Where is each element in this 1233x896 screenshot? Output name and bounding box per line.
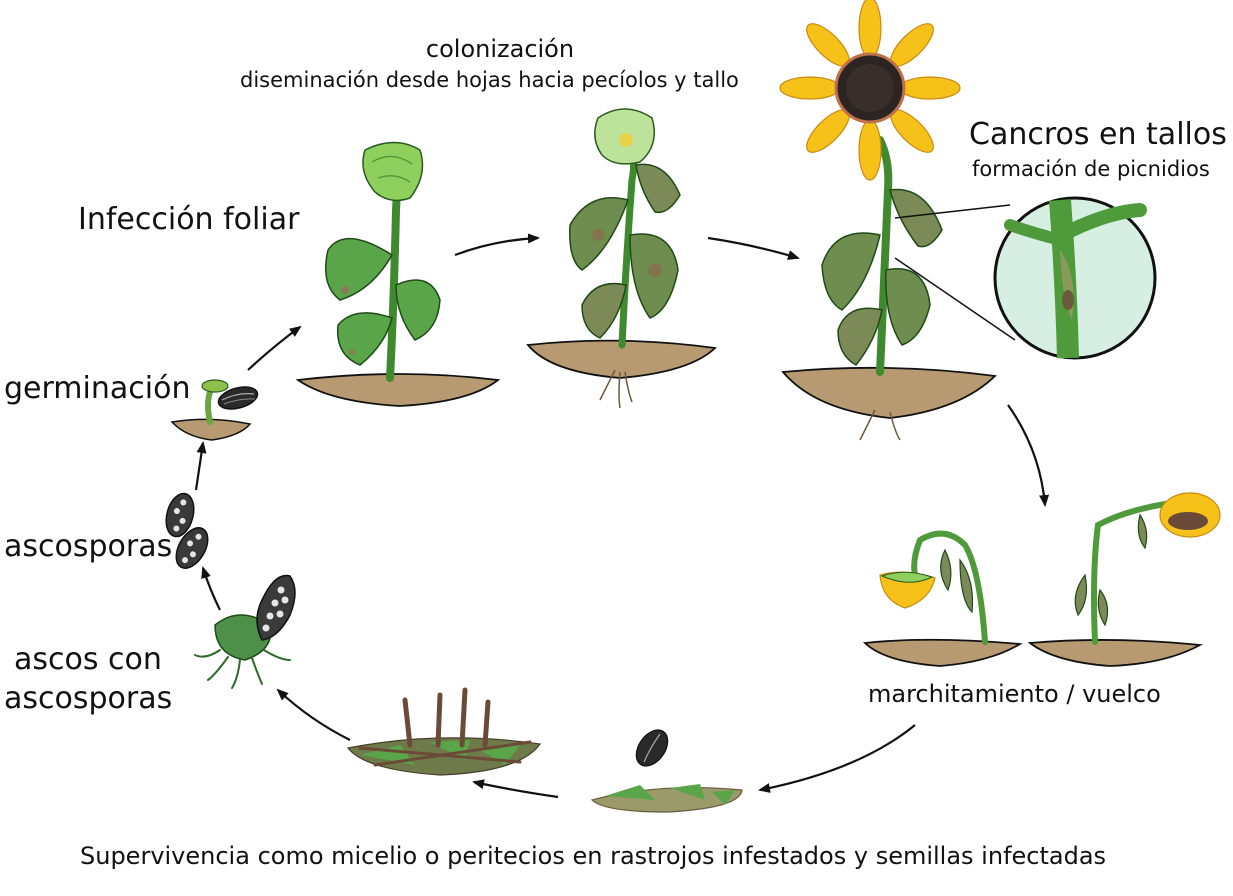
cankers-title: Cancros en tallos <box>969 117 1227 152</box>
leaf-infection-label: Infección foliar <box>78 202 300 237</box>
asci-label-line1: ascos con <box>14 642 162 677</box>
seed-debris <box>590 729 743 813</box>
asci-label-line2: ascosporas <box>4 681 173 716</box>
arrow-seed-debris-to-stubble <box>472 779 559 799</box>
arrow-colonization-to-canker <box>707 236 800 260</box>
colonization-subtitle: diseminación desde hojas hacia pecíolos … <box>240 68 739 92</box>
arrow-asci-to-ascospores <box>201 566 221 611</box>
sunflower-icon <box>779 0 961 181</box>
seedling-icon <box>170 379 259 441</box>
cycle-arrows <box>194 233 1050 799</box>
arrow-stubble-to-asci <box>276 688 351 741</box>
wilting-label: marchitamiento / vuelco <box>868 680 1161 708</box>
arrow-infection-to-colonization <box>454 233 540 257</box>
stubble-debris <box>346 687 542 776</box>
perithecium-icon <box>194 574 296 689</box>
cankers-subtitle: formación de picnidios <box>972 157 1210 181</box>
plant-wilting <box>862 492 1221 667</box>
plant-leaf-infection <box>295 141 501 407</box>
plant-stem-canker <box>779 0 1157 441</box>
arrow-wilting-to-debris <box>758 724 916 793</box>
ascospores-icon <box>165 492 209 569</box>
ascus-icon <box>256 574 296 641</box>
arrow-ascospores-to-germination <box>194 441 207 491</box>
arrow-germination-to-infection <box>247 325 302 371</box>
arrow-canker-to-wilting <box>1007 404 1050 507</box>
survival-caption: Supervivencia como micelio o peritecios … <box>80 842 1107 870</box>
ascospores-label: ascosporas <box>4 529 173 564</box>
plant-colonization <box>526 108 717 409</box>
colonization-title: colonización <box>425 35 575 63</box>
seed-icon <box>635 729 669 767</box>
germination-label: germinación <box>4 371 191 406</box>
magnifier-inset-icon <box>993 196 1157 360</box>
seed-icon <box>217 386 259 410</box>
